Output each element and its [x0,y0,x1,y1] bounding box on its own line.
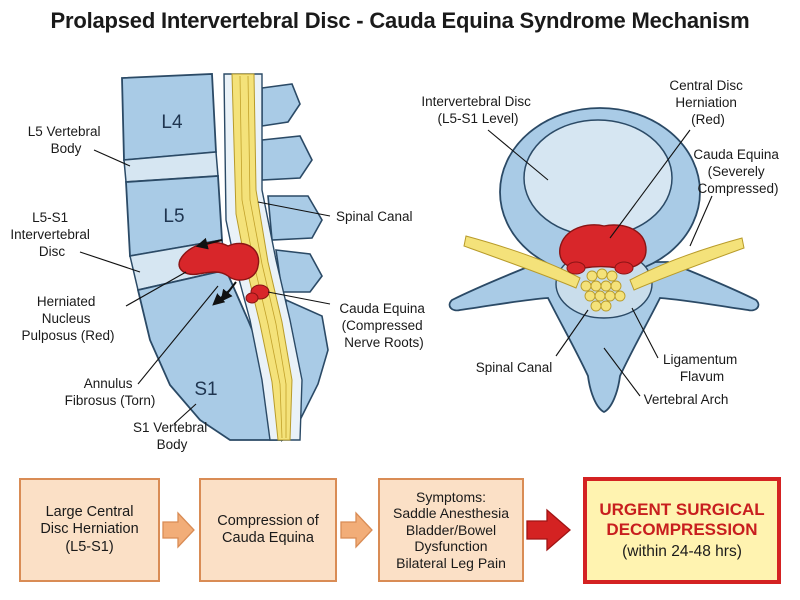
flow-arrow-2 [340,511,373,549]
vertebra-s1 [136,268,284,441]
spinous-process-l5b [275,249,323,293]
vertebra-label-s1: S1 [194,379,217,400]
vertebral-arch [448,261,760,414]
page-title: Prolapsed Intervertebral Disc - Cauda Eq… [50,8,750,33]
label-herniated-nucleus: Herniated Nucleus Pulposus (Red) [21,294,114,343]
flow-step3-line: Symptoms: [415,488,486,505]
flow-step-disc-herniation: Large Central Disc Herniation (L5-S1) [19,478,160,582]
urgent-decompression-box: URGENT SURGICAL DECOMPRESSION (within 24… [583,477,781,584]
axial-view: Intervertebral Disc (L5-S1 Level) Centra… [421,78,782,414]
label-axial-disc: Intervertebral Disc (L5-S1 Level) [421,94,534,126]
urgent-subtitle: (within 24-48 hrs) [622,543,742,561]
axial-nerve-root-right [629,237,745,291]
flow-arrow-1 [162,511,195,549]
label-annulus-fibrosus: Annulus Fibrosus (Torn) [65,376,156,408]
herniated-nucleus-sagittal [178,241,260,281]
axial-nerve-root-left [463,235,581,289]
flow-step2-line: Cauda Equina [222,530,314,546]
flow-step3-line: Bladder/Bowel [405,521,497,538]
flow-arrow-urgent [526,508,571,552]
label-l5-vertebral-body: L5 Vertebral Body [28,124,105,156]
flow-step1-line: Large Central [45,504,134,521]
label-ligamentum-flavum: Ligamentum Flavum [663,352,741,384]
flow-step3-line: Dysfunction [414,538,488,555]
flow-step1-line: (L5-S1) [65,538,114,555]
label-cauda-equina-sagittal: Cauda Equina (Compressed Nerve Roots) [339,301,428,350]
urgent-title-line: DECOMPRESSION [606,520,758,539]
label-cauda-equina-axial: Cauda Equina (Severely Compressed) [693,147,782,196]
label-s1-vertebral-body: S1 Vertebral Body [133,420,211,452]
flow-step1-line: Disc Herniation [40,521,139,538]
spinous-process-l5 [267,195,323,241]
flow-step3-line: Bilateral Leg Pain [396,554,506,571]
label-spinal-canal-axial: Spinal Canal [476,360,553,375]
cauda-equina-axial [580,268,626,312]
urgent-title-line: URGENT SURGICAL [599,499,765,519]
flow-arrows [162,508,571,552]
label-vertebral-arch: Vertebral Arch [644,392,729,407]
vertebra-label-l4: L4 [161,112,183,133]
label-central-herniation: Central Disc Herniation (Red) [669,78,746,127]
spinous-process-l4b [261,135,313,181]
flow-step-symptoms: Symptoms: Saddle Anesthesia Bladder/Bowe… [378,478,524,582]
flow-step2-line: Compression of [217,512,319,529]
sagittal-view: L4 L5 S1 L5 Vertebral Body L5-S1 Interve… [10,73,428,452]
label-l5s1-disc: L5-S1 Intervertebral Disc [10,210,93,259]
vertebra-label-l5: L5 [163,206,184,227]
flow-step-compression: Compression of Cauda Equina [199,478,337,582]
spinous-process-l4 [261,83,301,127]
label-spinal-canal-sagittal: Spinal Canal [336,209,413,224]
flow-step3-line: Saddle Anesthesia [393,505,509,522]
